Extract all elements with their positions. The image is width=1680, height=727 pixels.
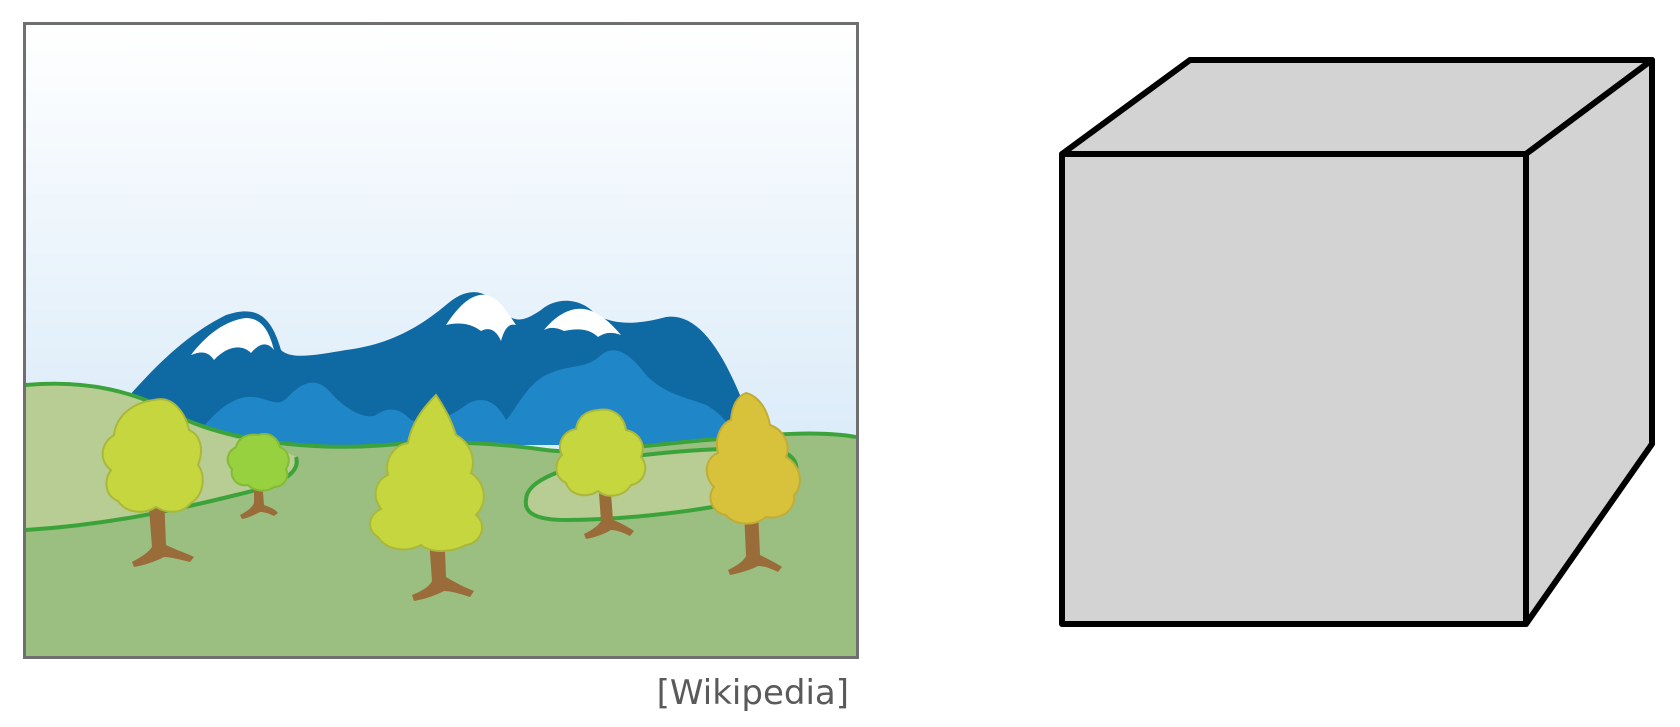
snow-cap-right	[544, 308, 621, 337]
tree-left-crown	[101, 398, 204, 513]
snow-cap-left	[191, 318, 274, 360]
cube-front-face	[1059, 151, 1529, 627]
source-caption: [Wikipedia]	[656, 673, 849, 713]
tree-left	[101, 398, 204, 567]
cube-diagram	[1050, 52, 1670, 642]
tree-small-trunk	[240, 480, 278, 519]
tree-right-trunk	[728, 510, 782, 575]
hill-patch-left-outline	[26, 456, 299, 532]
tree-right-crown	[705, 391, 801, 525]
tree-center	[369, 393, 485, 601]
tree-right-middle-trunk	[584, 480, 634, 539]
tree-small	[226, 433, 290, 519]
tree-right-middle	[555, 408, 647, 539]
cube-side-face	[1523, 57, 1655, 627]
snow-cap-middle	[446, 294, 516, 341]
tree-right-middle-crown	[555, 408, 647, 497]
tree-center-crown	[369, 393, 485, 552]
tree-right	[705, 391, 801, 575]
tree-left-trunk	[132, 495, 194, 567]
tree-small-crown	[226, 433, 290, 492]
tree-center-trunk	[412, 525, 474, 601]
landscape-illustration	[23, 22, 859, 659]
